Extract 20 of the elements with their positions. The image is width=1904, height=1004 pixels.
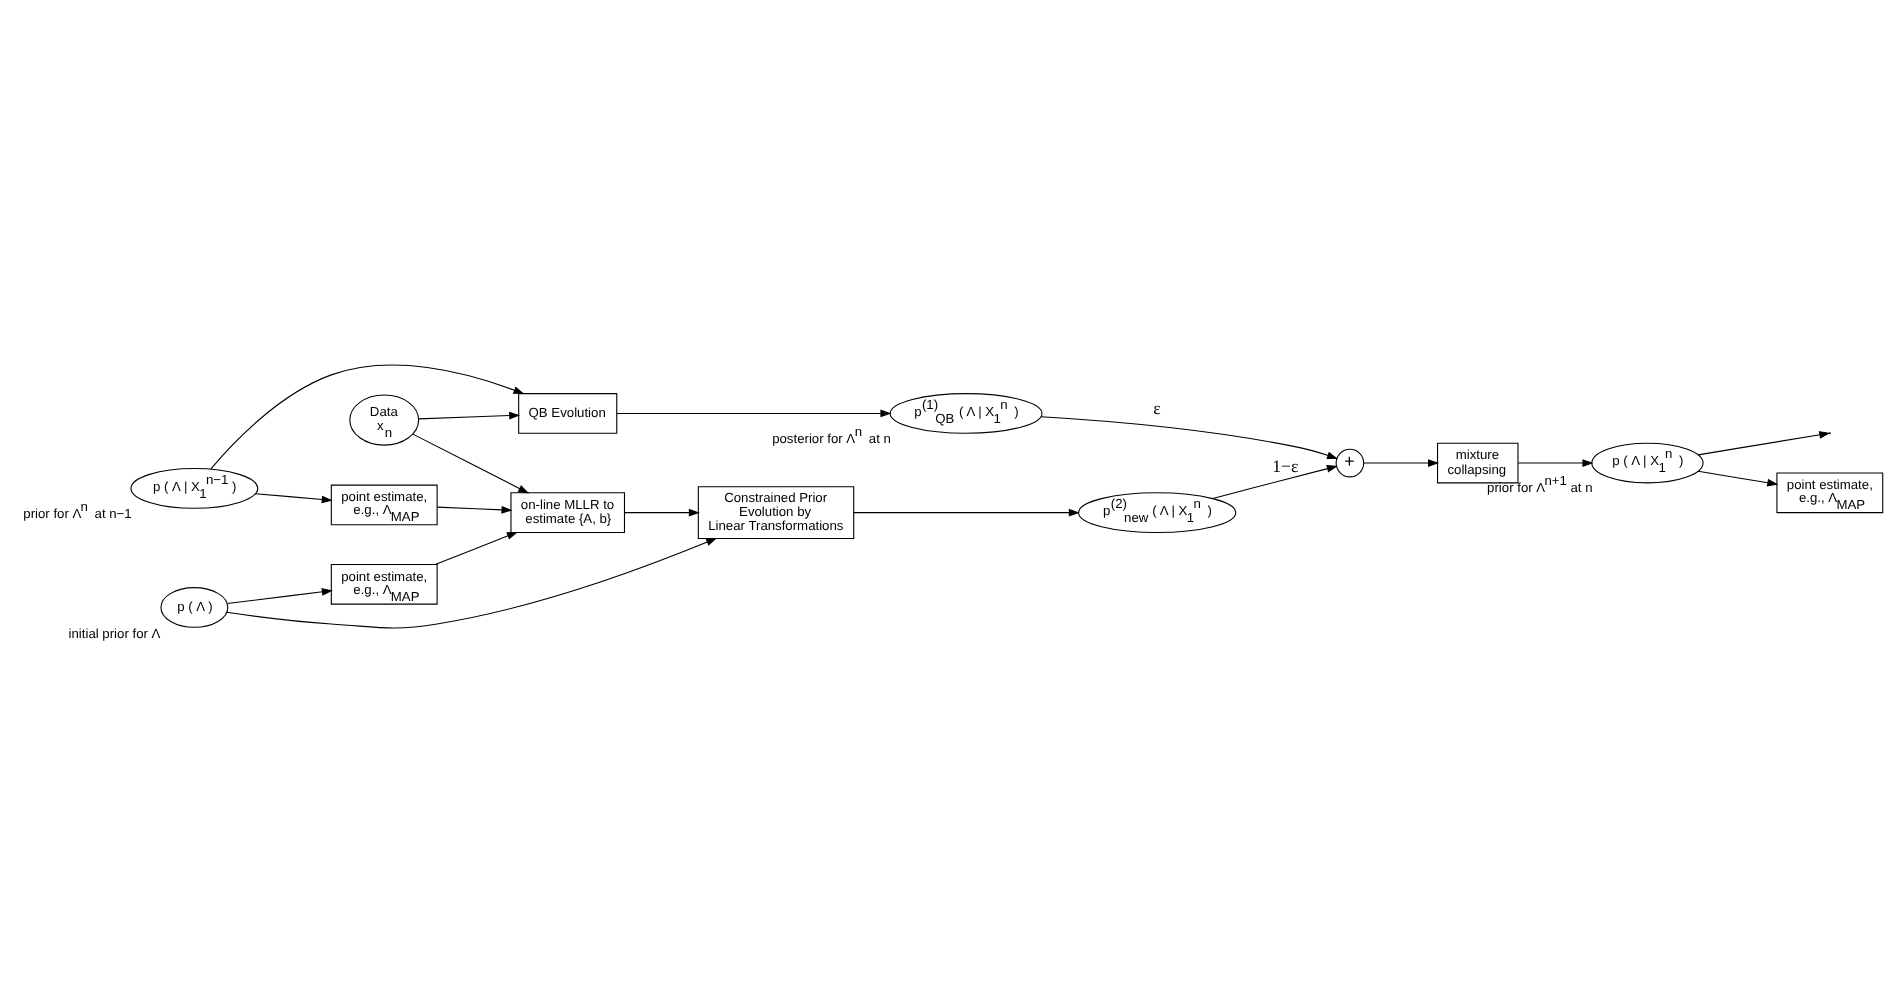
arrow [1696, 430, 1830, 455]
arrow [209, 363, 524, 469]
arrow [1039, 415, 1338, 458]
arrow [435, 505, 512, 513]
arrow [434, 530, 517, 564]
arrow [253, 492, 332, 503]
edge-label: ε [1152, 397, 1160, 418]
arrow [411, 432, 529, 493]
arrow [417, 410, 520, 419]
arrow [1696, 469, 1778, 486]
arrow [623, 507, 699, 516]
edge-label: 1−ε [1271, 454, 1298, 475]
arrow [1211, 463, 1337, 498]
node-circle: + [1334, 447, 1364, 477]
arrow [852, 507, 1079, 516]
arrow [1516, 458, 1593, 466]
arrow [1362, 458, 1439, 466]
arrow [225, 587, 332, 604]
arrow [615, 408, 891, 417]
arrow [225, 536, 717, 628]
